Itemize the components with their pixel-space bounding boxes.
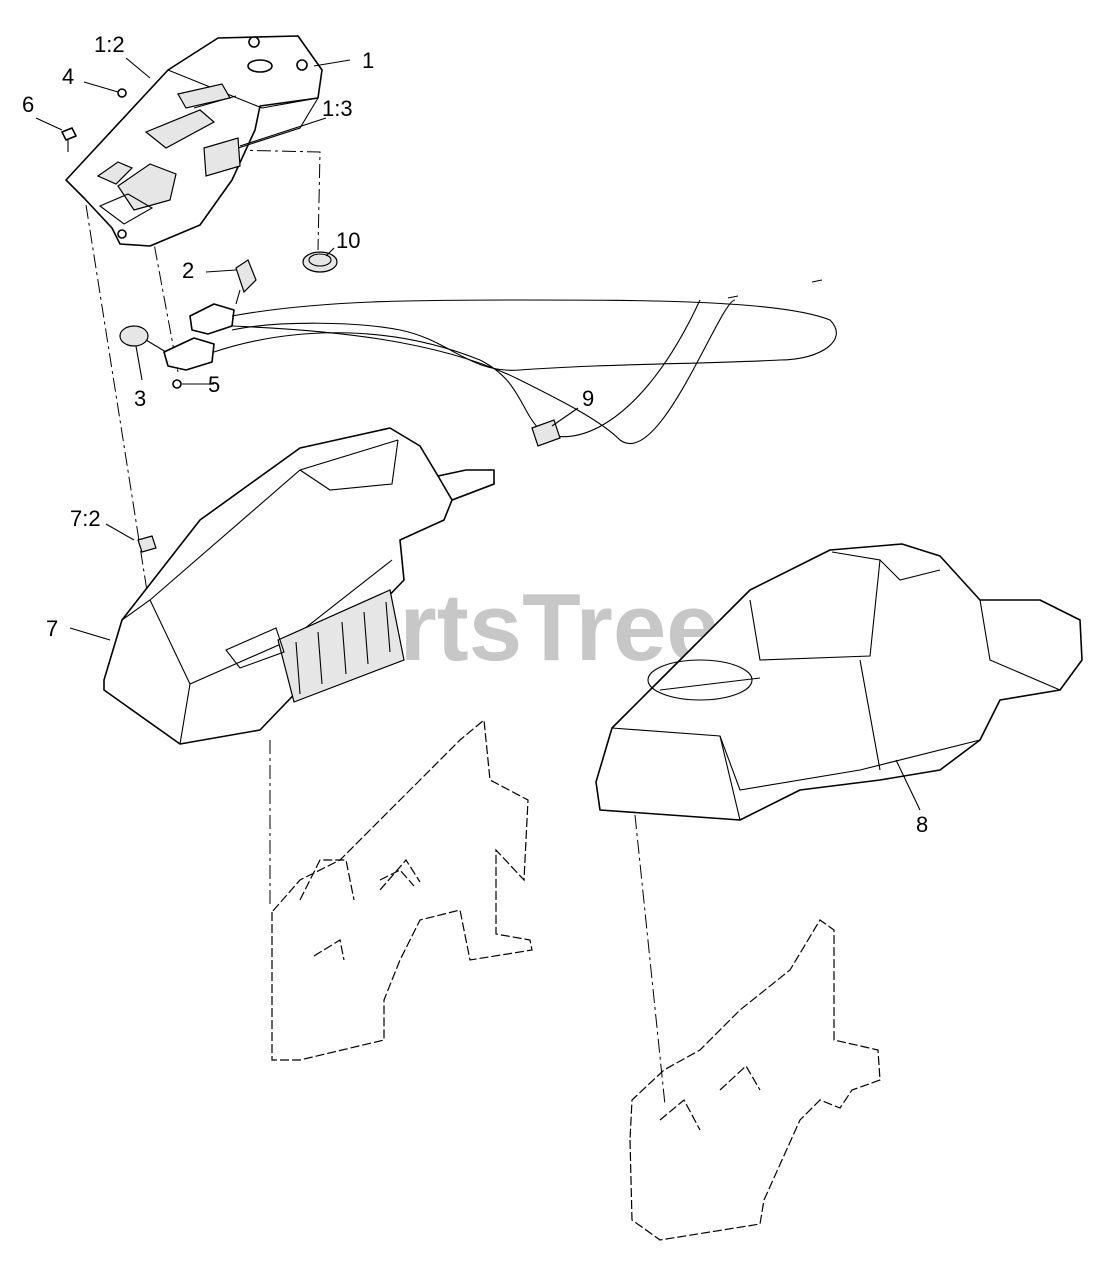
part-7-2-clip-nut[interactable]	[137, 535, 157, 553]
part-5-nut[interactable]	[172, 379, 182, 389]
callout-6[interactable]: 6	[22, 92, 34, 117]
callout-2[interactable]: 2	[182, 258, 194, 283]
callout-1-2[interactable]: 1:2	[94, 32, 125, 57]
callout-1[interactable]: 1	[362, 48, 374, 73]
part-8-right-console[interactable]	[595, 543, 1083, 821]
part-3-choke-control[interactable]	[119, 325, 215, 371]
callout-10[interactable]: 10	[336, 228, 360, 253]
part-4-screw[interactable]	[117, 88, 127, 98]
part-7-left-console[interactable]	[103, 427, 495, 745]
callout-1-3[interactable]: 1:3	[322, 96, 353, 121]
part-2-throttle-control[interactable]	[189, 259, 257, 335]
callout-4[interactable]: 4	[62, 64, 74, 89]
right-heat-shield-plate[interactable]	[629, 919, 881, 1241]
cables	[213, 279, 837, 444]
callout-5[interactable]: 5	[208, 372, 220, 397]
part-6-bolt[interactable]	[61, 127, 77, 152]
leader-lines	[35, 57, 921, 811]
callout-7-2[interactable]: 7:2	[70, 506, 101, 531]
part-9-cable-clip[interactable]	[531, 419, 561, 447]
part-control-panel[interactable]	[65, 35, 323, 247]
left-heat-shield-plate[interactable]	[271, 718, 533, 1061]
callout-3[interactable]: 3	[134, 386, 146, 411]
part-10-plug[interactable]	[302, 251, 338, 273]
callout-7[interactable]: 7	[46, 616, 58, 641]
callout-9[interactable]: 9	[582, 386, 594, 411]
part-1-3-decal	[203, 137, 241, 177]
callout-8[interactable]: 8	[916, 812, 928, 837]
